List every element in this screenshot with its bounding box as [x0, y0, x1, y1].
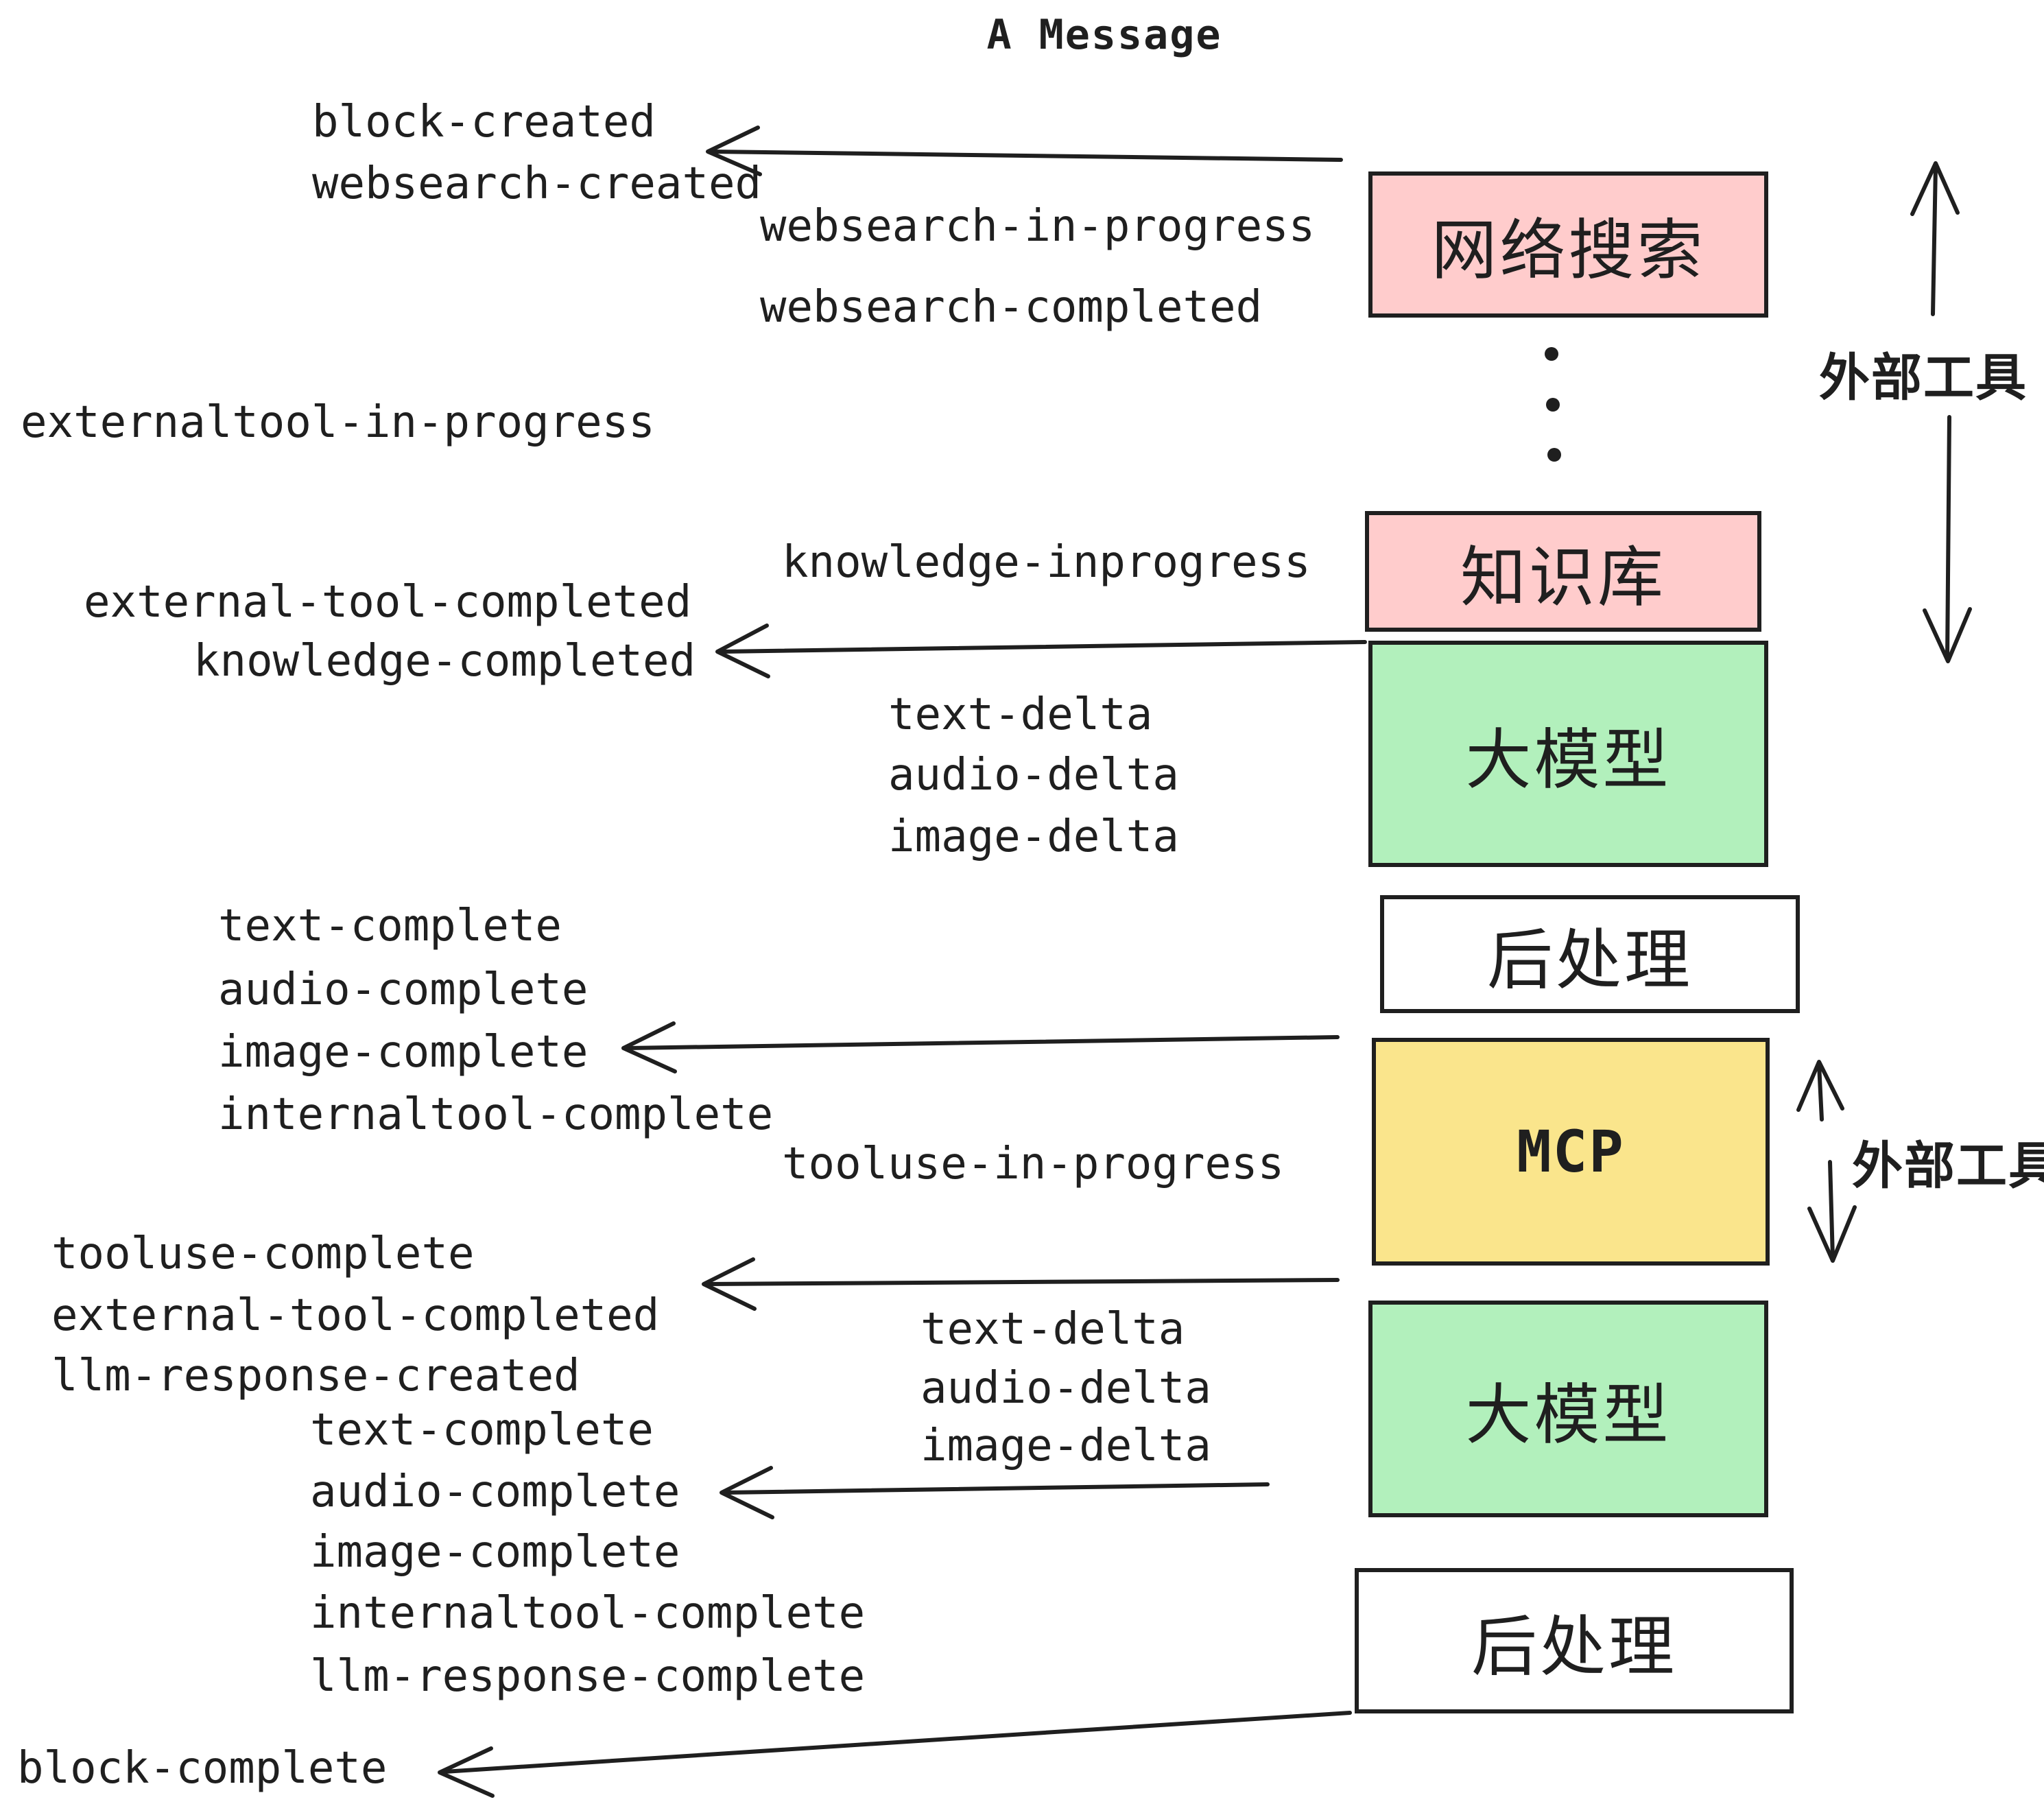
event-label: audio-delta — [888, 750, 1179, 800]
llm-box-2-label: 大模型 — [1465, 1378, 1672, 1452]
event-label: block-complete — [17, 1743, 388, 1794]
event-label: image-complete — [310, 1527, 680, 1578]
event-label: externaltool-in-progress — [21, 397, 655, 448]
knowledge-box: 知识库 — [1365, 511, 1761, 632]
mcp-box-label: MCP — [1517, 1118, 1625, 1185]
knowledge-box-label: 知识库 — [1460, 541, 1666, 615]
arrow-mcp-external-tools-up — [1796, 1060, 1844, 1121]
event-label: text-complete — [310, 1405, 654, 1456]
event-label: image-delta — [888, 811, 1179, 862]
event-label: audio-complete — [218, 964, 589, 1015]
event-label: text-complete — [218, 901, 562, 951]
event-label: tooluse-in-progress — [782, 1139, 1285, 1189]
llm-box-2: 大模型 — [1368, 1301, 1768, 1517]
arrow-mcp-external-tools-down — [1807, 1160, 1857, 1263]
event-label: websearch-completed — [760, 282, 1263, 333]
postprocess-box-2: 后处理 — [1355, 1568, 1794, 1713]
arrow-block-complete — [438, 1711, 1352, 1798]
arrow-knowledge-completed — [715, 624, 1367, 678]
arrow-image-complete — [621, 1021, 1340, 1073]
arrow-audio-complete — [720, 1466, 1270, 1519]
event-label: audio-delta — [920, 1363, 1211, 1414]
event-label: llm-response-created — [51, 1351, 580, 1401]
llm-box-1: 大模型 — [1368, 641, 1768, 867]
postprocess-box-1: 后处理 — [1380, 895, 1800, 1013]
websearch-box: 网络搜索 — [1368, 171, 1768, 318]
event-label: block-created — [312, 97, 656, 147]
postprocess-box-1-label: 后处理 — [1487, 923, 1693, 997]
event-label: internaltool-complete — [310, 1588, 866, 1639]
event-label: websearch-created — [312, 158, 762, 209]
mcp-box: MCP — [1372, 1038, 1770, 1266]
llm-box-1-label: 大模型 — [1465, 723, 1672, 797]
event-label: websearch-in-progress — [760, 201, 1316, 252]
event-label: text-delta — [920, 1304, 1185, 1355]
websearch-box-label: 网络搜索 — [1431, 214, 1706, 287]
event-label: knowledge-inprogress — [782, 537, 1311, 588]
external-tools-label-bottom: 外部工具 — [1852, 1137, 2044, 1194]
event-label: audio-complete — [310, 1467, 680, 1517]
event-label: image-delta — [920, 1421, 1211, 1471]
arrow-block-created — [706, 126, 1343, 176]
arrow-external-tools-down — [1923, 415, 1972, 663]
page-title: A Message — [986, 11, 1222, 59]
arrow-tooluse-complete — [702, 1257, 1340, 1311]
postprocess-box-2-label: 后处理 — [1471, 1610, 1677, 1684]
external-tools-label-top: 外部工具 — [1819, 349, 2028, 406]
event-label: image-complete — [218, 1027, 589, 1078]
event-label: tooluse-complete — [51, 1229, 475, 1279]
event-label: external-tool-completed — [84, 577, 692, 628]
event-label: llm-response-complete — [310, 1651, 866, 1702]
event-label: text-delta — [888, 689, 1153, 740]
event-label: internaltool-complete — [218, 1089, 774, 1140]
arrow-external-tools-up — [1910, 161, 1960, 316]
event-label: knowledge-completed — [193, 636, 696, 687]
ellipsis-dots — [1545, 347, 1561, 462]
event-label: external-tool-completed — [51, 1290, 660, 1341]
